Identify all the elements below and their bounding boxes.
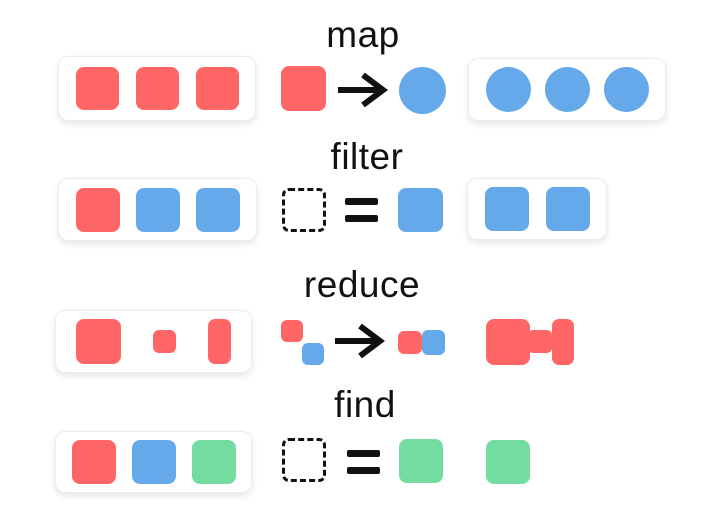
find-predicate-dashed-square [282, 438, 326, 482]
filter-input-square-1 [75, 187, 120, 232]
find-input-square-1 [71, 440, 116, 484]
find-input-square-2 [131, 440, 176, 484]
map-input-square-3 [195, 67, 239, 110]
map-callback-input-square [281, 66, 326, 111]
map-arrow-icon [336, 71, 388, 109]
merged-tall-rect [552, 319, 574, 365]
find-equals-icon [347, 450, 380, 474]
map-output-circle-3 [603, 67, 649, 112]
filter-output-array-box [467, 178, 607, 240]
reduce-acc-red-square [281, 320, 303, 342]
find-result-square [486, 440, 530, 484]
map-title: map [326, 14, 400, 55]
reduce-acc-blue-square [302, 343, 324, 365]
equals-bar-bottom [345, 215, 378, 222]
equals-bar-bottom [347, 467, 380, 474]
reduce-joined-red-square [398, 331, 422, 354]
reduce-input-large-square [76, 319, 121, 364]
map-input-square-1 [75, 67, 119, 110]
filter-input-square-3 [195, 187, 240, 232]
map-input-square-2 [135, 67, 179, 110]
find-match-square [399, 439, 443, 483]
reduce-title: reduce [303, 264, 421, 305]
find-input-square-3 [191, 440, 236, 484]
merged-big-square [486, 319, 530, 365]
find-title: find [334, 384, 396, 425]
map-output-circle-1 [485, 67, 531, 112]
reduce-accumulator-pair [281, 320, 326, 365]
filter-output-square-1 [484, 187, 529, 231]
map-output-circle-2 [544, 67, 590, 112]
reduce-input-array-box [55, 310, 252, 373]
filter-input-array-box [58, 178, 257, 241]
reduce-result-merged-shape [486, 319, 574, 365]
reduce-arrow-icon [333, 322, 385, 360]
reduce-input-tall-rect [208, 319, 231, 364]
filter-title: filter [330, 136, 404, 177]
filter-match-square [398, 188, 443, 232]
equals-bar-top [347, 450, 380, 457]
filter-predicate-dashed-square [282, 188, 326, 232]
reduce-joined-pair [398, 330, 445, 355]
filter-input-square-2 [135, 187, 180, 232]
merged-connector [528, 330, 552, 353]
reduce-input-small-square [153, 330, 176, 353]
map-output-array-box [468, 58, 666, 121]
equals-bar-top [345, 198, 378, 205]
filter-output-square-2 [545, 187, 590, 231]
filter-equals-icon [345, 198, 378, 222]
find-input-array-box [55, 431, 252, 493]
map-callback-output-circle [399, 67, 446, 114]
reduce-joined-blue-square [422, 330, 445, 355]
map-input-array-box [58, 56, 256, 121]
